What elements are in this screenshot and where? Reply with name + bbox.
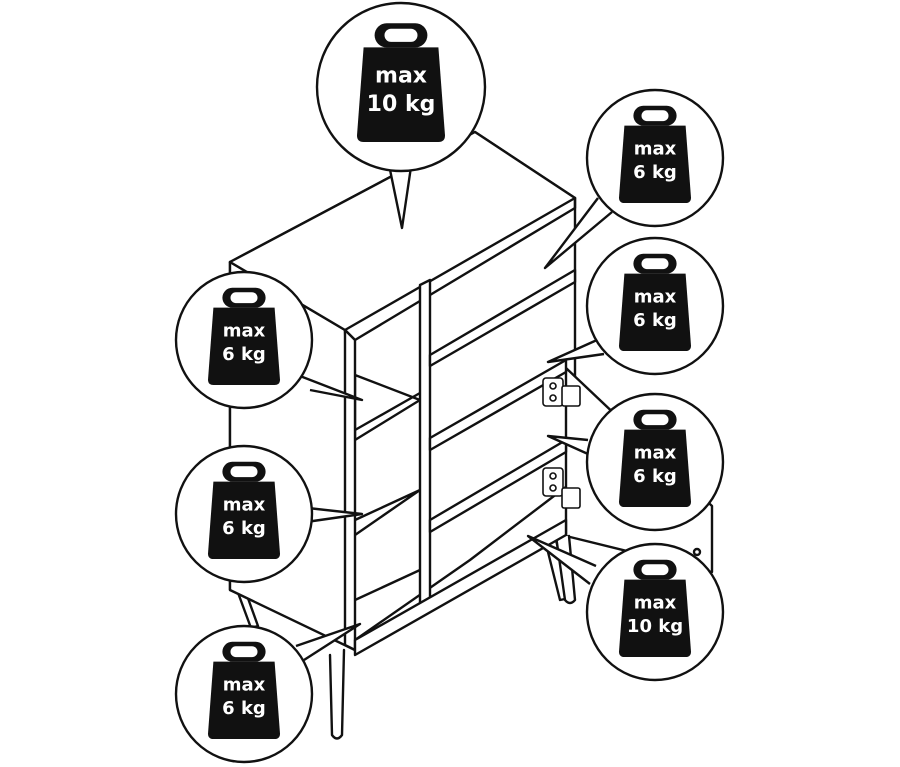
weight-callout-right-3: max 6 kg [585,392,725,532]
weight-label-max: max [223,320,266,341]
weight-callout-right-bottom: max 10 kg [585,542,725,682]
weight-icon: max 10 kg [619,559,691,657]
shelf-left-3 [353,568,422,602]
cabinet-front-bottom [343,328,357,652]
pointer-left-bottom [295,622,362,662]
weight-callout-left-middle: max 6 kg [174,444,314,584]
weight-label-max: max [634,286,677,307]
weight-icon: max 6 kg [208,461,280,559]
weight-callout-right-2: max 6 kg [585,236,725,376]
shelf-right-1 [428,268,577,368]
weight-label-value: 6 kg [222,698,266,719]
weight-label-max: max [223,674,266,695]
shelf-left-1-line [353,391,422,432]
weight-icon: max 6 kg [208,287,280,385]
shelf-right-3 [428,438,568,534]
weight-label-max: max [375,64,427,89]
weight-label-value: 6 kg [222,344,266,365]
weight-icon: max 10 kg [357,23,445,143]
weight-callout-right-top: max 6 kg [585,88,725,228]
pointer-right-3 [546,434,589,456]
cabinet-center-divider [418,278,432,609]
pointer-left-middle [305,506,364,524]
weight-label-max: max [634,442,677,463]
weight-label-max: max [634,592,677,613]
weight-label-value: 6 kg [222,518,266,539]
shelf-right-2 [428,358,568,452]
weight-icon: max 6 kg [619,253,691,351]
weight-label-value: 10 kg [627,616,683,637]
callout-pointers [295,159,613,662]
weight-icon: max 6 kg [208,641,280,739]
door-knob-icon [692,547,702,557]
pointer-left-top [299,374,364,402]
weight-label-value: 10 kg [367,92,436,117]
cabinet-leg-front-left [328,648,346,740]
pointer-top [386,159,414,230]
pointer-right-top [543,197,613,270]
pointer-right-2 [546,338,605,364]
cabinet-bottom-plinth [353,518,568,657]
weight-label-max: max [223,494,266,515]
weight-icon: max 6 kg [619,409,691,507]
weight-callout-top: max 10 kg [315,1,487,173]
weight-label-max: max [634,138,677,159]
weight-label-value: 6 kg [633,466,677,487]
weight-callout-left-bottom: max 6 kg [174,624,314,764]
hinge-lower-icon [542,467,581,509]
weight-label-value: 6 kg [633,162,677,183]
pointer-right-bottom [526,534,597,585]
weight-callout-left-top: max 6 kg [174,270,314,410]
weight-label-value: 6 kg [633,310,677,331]
weight-icon: max 6 kg [619,105,691,203]
hinge-upper-icon [542,377,581,407]
